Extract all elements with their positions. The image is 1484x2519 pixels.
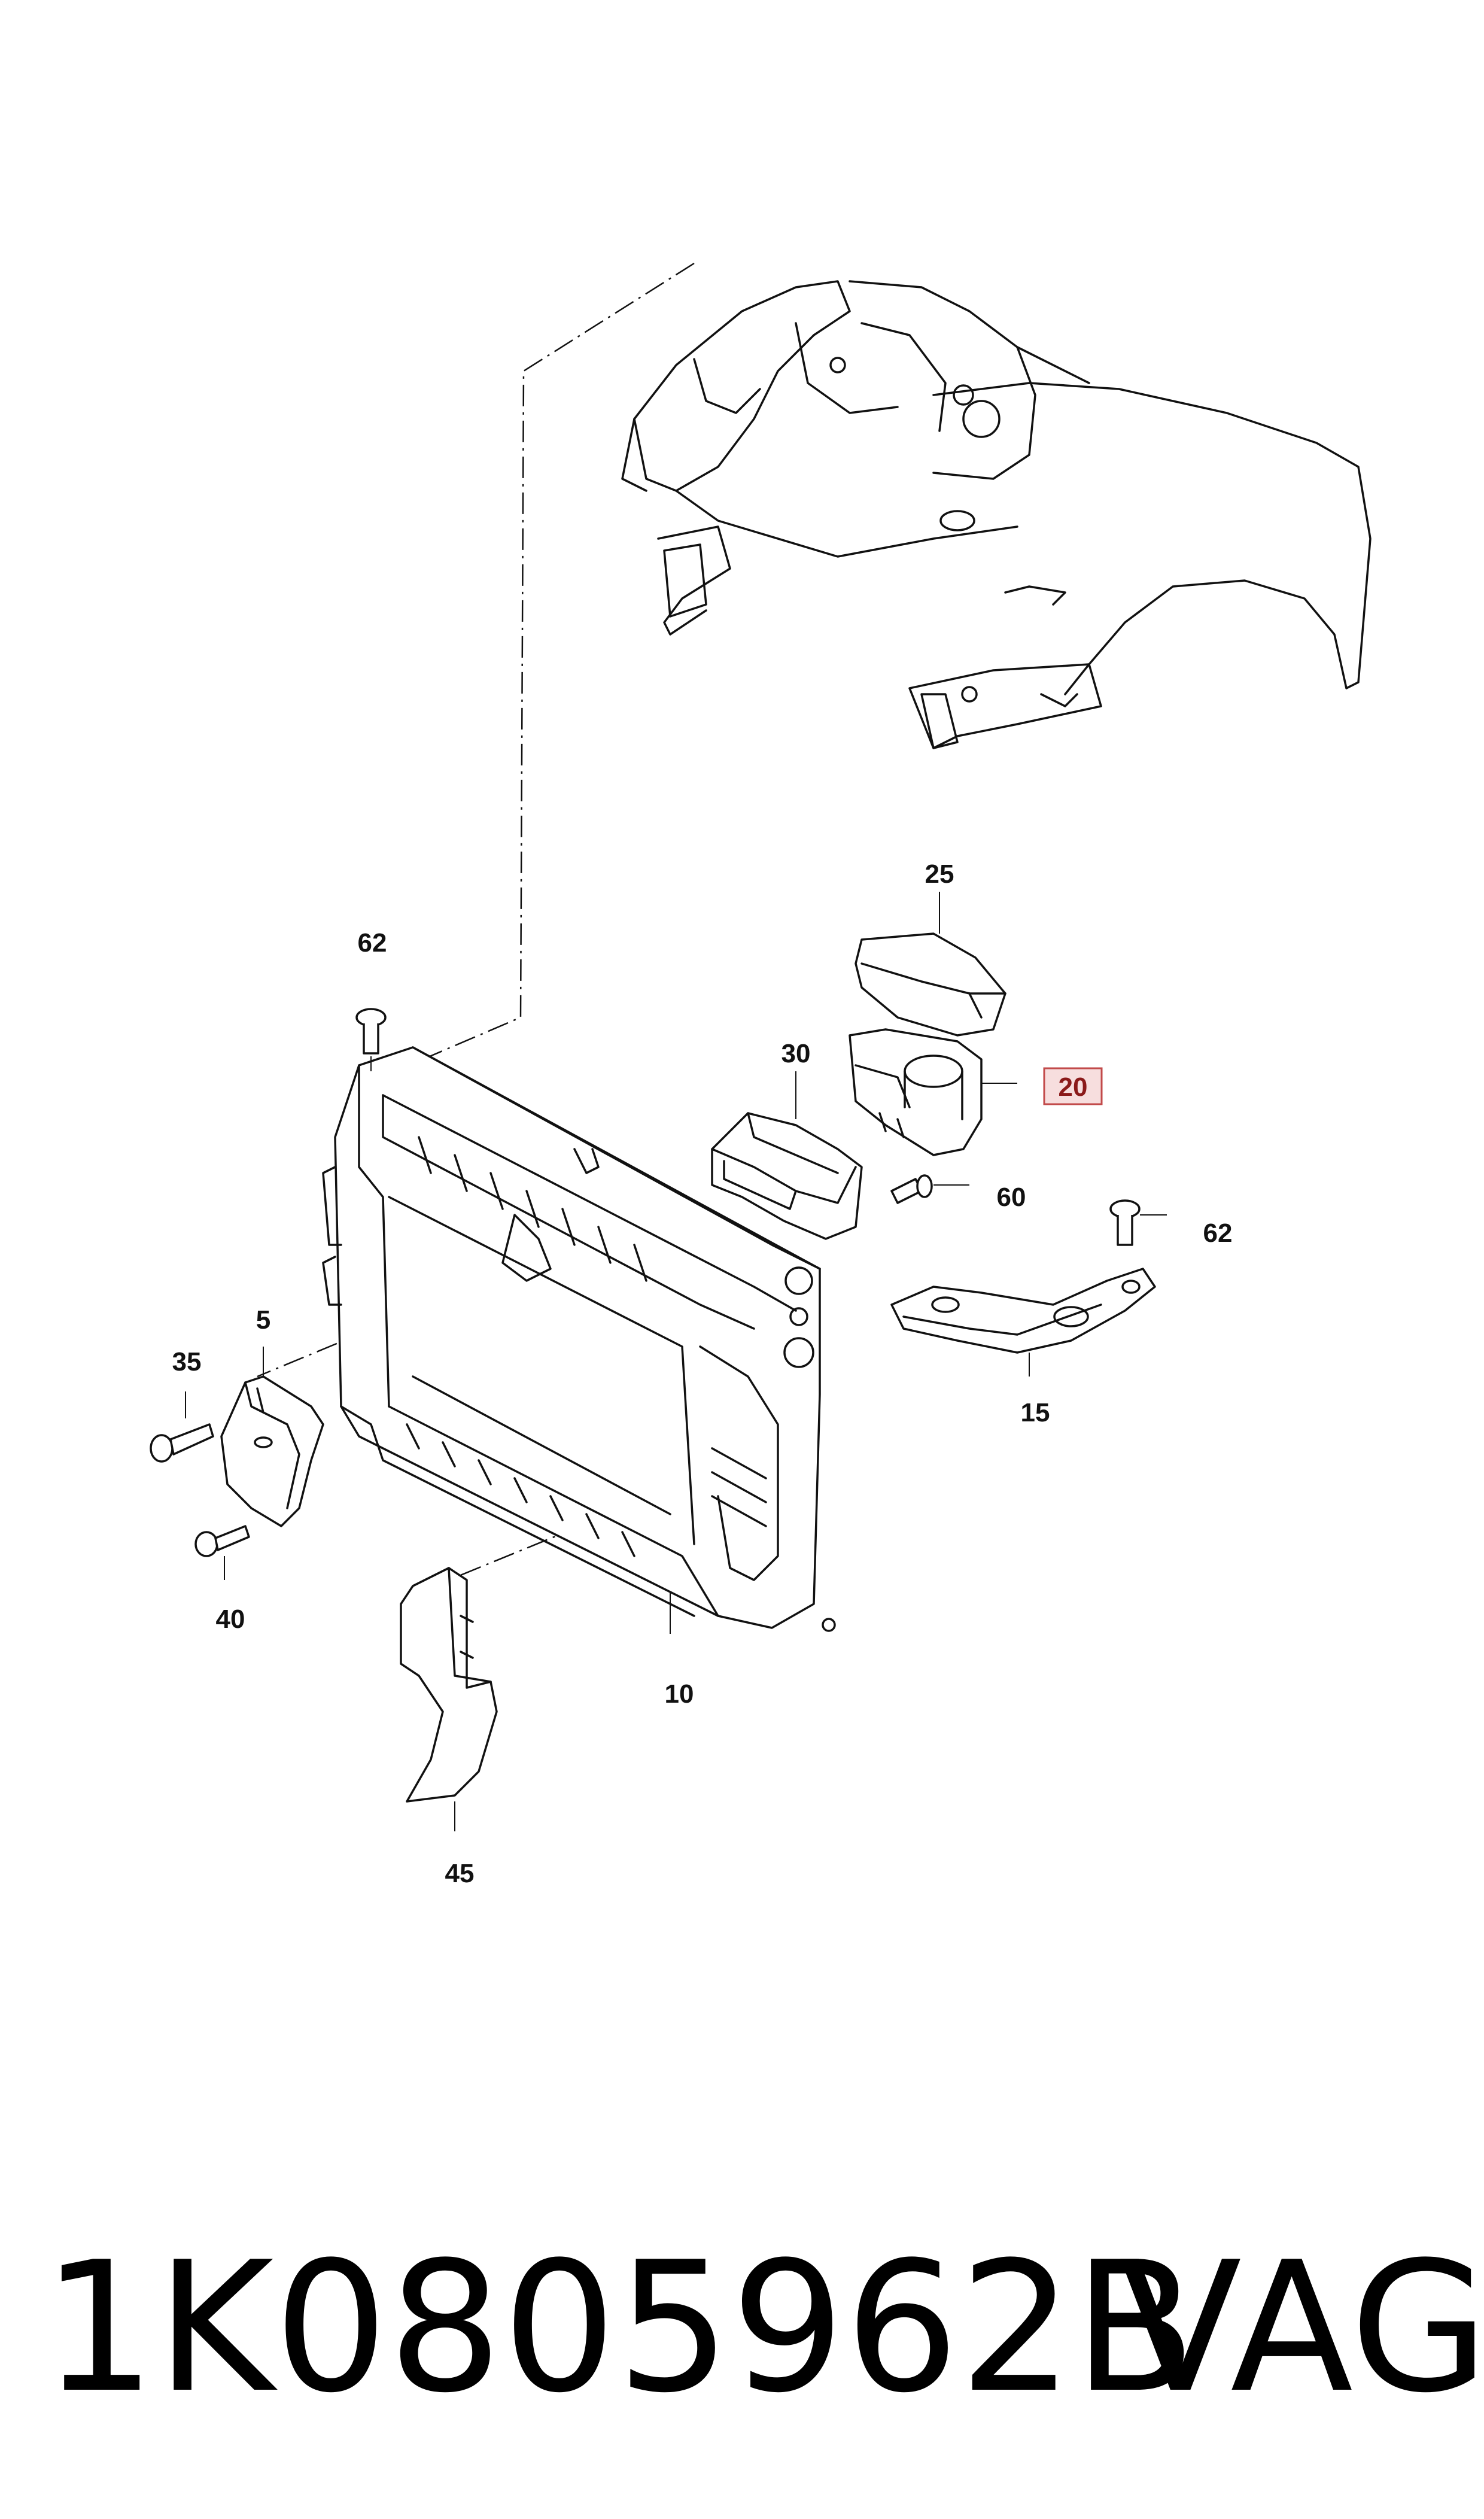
callout-62-right: 62 [1203,1219,1233,1248]
part-40-screw [194,1525,250,1580]
callout-62-left: 62 [358,928,387,958]
callout-20-highlight [1043,1067,1103,1105]
part-62-screw-left [355,1008,387,1071]
part-20-air-guide [849,1028,983,1156]
callout-10: 10 [665,1679,694,1709]
footer-caption: 1K0805962B VAG [0,2202,1484,2454]
part-30-air-duct [711,1112,863,1240]
part-10-lock-carrier [322,1046,836,1632]
part-5-side-bracket [220,1347,324,1527]
callout-30: 30 [781,1039,811,1068]
callout-20: 20 [1059,1072,1088,1102]
callout-15: 15 [1021,1398,1050,1427]
callout-5: 5 [256,1305,270,1335]
part-62-screw-right [1109,1199,1167,1246]
callout-45: 45 [445,1859,475,1888]
callout-labels: 25 62 30 20 60 62 5 35 15 40 10 45 [172,859,1233,1888]
callout-25: 25 [925,859,954,889]
part-15-bracket [890,1268,1156,1377]
part-25-air-duct-cover [854,932,1006,1037]
callout-leaders [670,892,1017,1634]
callout-60: 60 [997,1183,1026,1212]
part-60-screw [890,1174,969,1204]
vehicle-body-drawing [621,280,1372,749]
brand-label: VAG [1119,2223,1484,2432]
callout-40: 40 [216,1605,245,1634]
exploded-parts-diagram: 25 62 30 20 60 62 5 35 15 40 10 45 [150,262,1372,1888]
part-number-label: 1K0805962B [42,2223,1197,2432]
part-45-lower-deflector [400,1567,498,1831]
part-35-screw [150,1391,214,1463]
callout-35: 35 [172,1347,202,1377]
